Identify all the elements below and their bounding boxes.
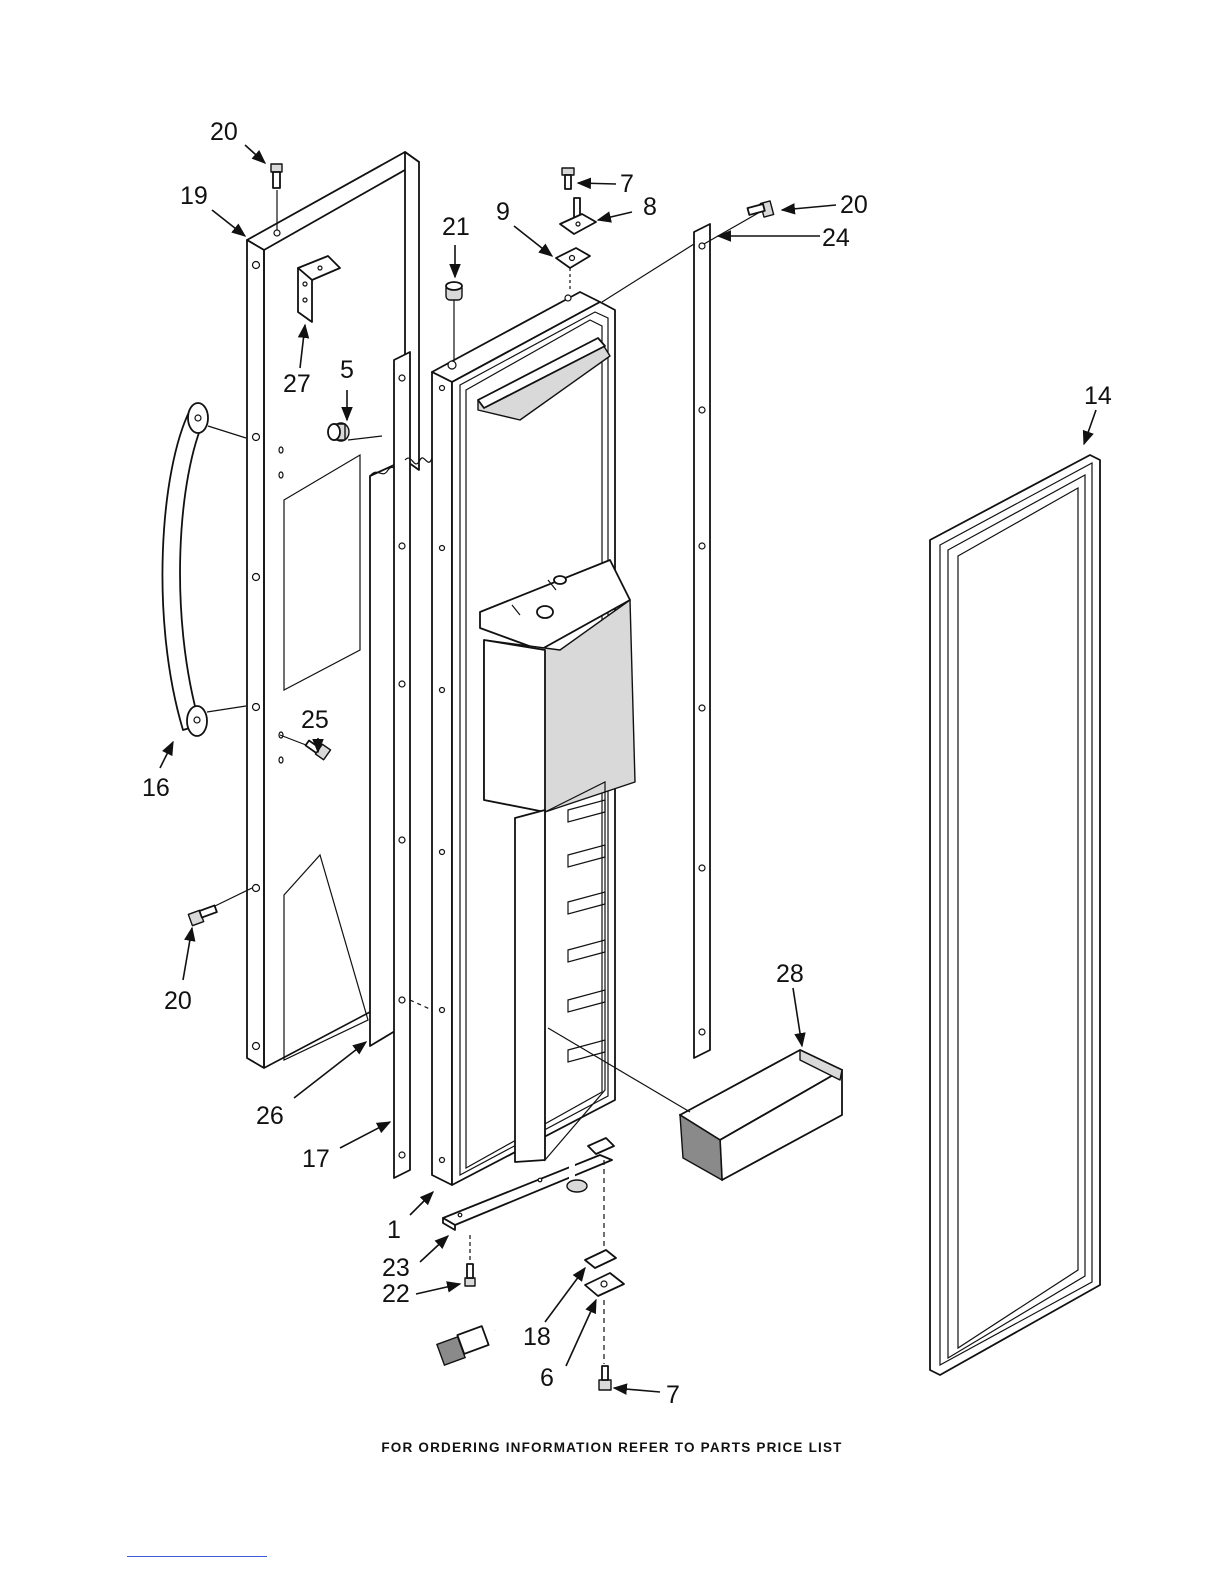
callout-19: 19: [180, 182, 208, 210]
hinge-bracket: [298, 256, 340, 322]
callout-17: 17: [302, 1145, 330, 1173]
callout-8: 8: [643, 193, 657, 221]
screw-part-20-right: [747, 201, 773, 217]
callout-21: 21: [442, 213, 470, 241]
callout-14: 14: [1084, 382, 1112, 410]
door-liner-assembly: [432, 292, 635, 1185]
callout-26: 26: [256, 1102, 284, 1130]
side-trim-strip: [394, 352, 432, 1178]
callout-25: 25: [301, 706, 329, 734]
callout-20: 20: [164, 987, 192, 1015]
bottom-divider-line: [127, 1556, 267, 1557]
plug-part-21: [446, 282, 462, 300]
callout-18: 18: [523, 1323, 551, 1351]
callout-23: 23: [382, 1254, 410, 1282]
bottom-hinge-hardware: [585, 1138, 624, 1390]
screw-part-20-top: [271, 164, 282, 188]
callout-7: 7: [620, 170, 634, 198]
door-handle: [162, 403, 208, 736]
footer-note: FOR ORDERING INFORMATION REFER TO PARTS …: [381, 1440, 842, 1455]
callout-27: 27: [283, 370, 311, 398]
callout-16: 16: [142, 774, 170, 802]
callout-1: 1: [387, 1216, 401, 1244]
callout-6: 6: [540, 1364, 554, 1392]
spacer-part: [328, 423, 349, 441]
door-bin: [680, 1050, 842, 1180]
callout-24: 24: [822, 224, 850, 252]
door-gasket: [930, 455, 1100, 1375]
callout-5: 5: [340, 356, 354, 384]
gasket-strip: [694, 224, 710, 1058]
screw-part-22: [465, 1264, 475, 1286]
callout-20: 20: [840, 191, 868, 219]
callout-20: 20: [210, 118, 238, 146]
callout-22: 22: [382, 1280, 410, 1308]
callout-7: 7: [666, 1381, 680, 1409]
callout-9: 9: [496, 198, 510, 226]
callout-28: 28: [776, 960, 804, 988]
screw-part-20-lower: [188, 905, 217, 925]
